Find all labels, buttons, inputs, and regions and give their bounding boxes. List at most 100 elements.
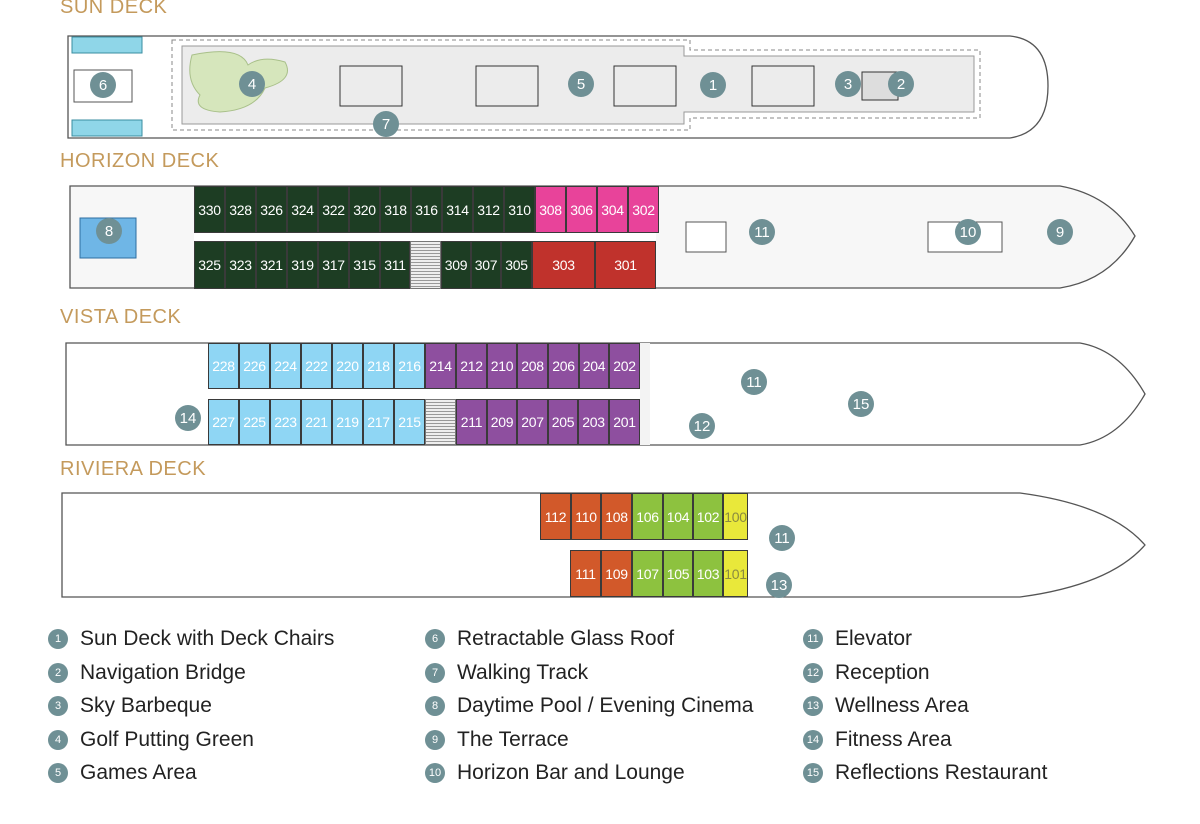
cabin-311[interactable]: 311 <box>380 241 410 289</box>
marker-12[interactable]: 12 <box>689 413 715 439</box>
marker-10[interactable]: 10 <box>955 219 981 245</box>
legend-number-icon: 2 <box>48 663 68 683</box>
marker-15[interactable]: 15 <box>848 391 874 417</box>
cabin-214[interactable]: 214 <box>425 343 456 389</box>
cabin-108[interactable]: 108 <box>601 493 632 540</box>
cabin-104[interactable]: 104 <box>663 493 693 540</box>
cabin-218[interactable]: 218 <box>363 343 394 389</box>
cabin-208[interactable]: 208 <box>517 343 548 389</box>
legend-item: 3 Sky Barbeque <box>48 694 212 718</box>
cabin-215[interactable]: 215 <box>394 399 425 445</box>
legend-number-icon: 9 <box>425 730 445 750</box>
marker-3[interactable]: 3 <box>835 71 861 97</box>
legend-label: Walking Track <box>457 661 589 684</box>
cabin-204[interactable]: 204 <box>579 343 609 389</box>
cabin-216[interactable]: 216 <box>394 343 425 389</box>
cabin-316[interactable]: 316 <box>411 186 442 233</box>
marker-5[interactable]: 5 <box>568 71 594 97</box>
cabin-107[interactable]: 107 <box>632 550 663 597</box>
marker-14[interactable]: 14 <box>175 405 201 431</box>
cabin-105[interactable]: 105 <box>663 550 693 597</box>
cabin-223[interactable]: 223 <box>270 399 301 445</box>
cabin-205[interactable]: 205 <box>548 399 578 445</box>
cabin-322[interactable]: 322 <box>318 186 349 233</box>
marker-8[interactable]: 8 <box>96 218 122 244</box>
cabin-112[interactable]: 112 <box>540 493 571 540</box>
cabin-109[interactable]: 109 <box>601 550 632 597</box>
legend-label: Reception <box>835 661 930 684</box>
cabin-310[interactable]: 310 <box>504 186 535 233</box>
legend-number-icon: 12 <box>803 663 823 683</box>
cabin-306[interactable]: 306 <box>566 186 597 233</box>
sun-deck-glass-roof-top <box>71 36 143 54</box>
cabin-330[interactable]: 330 <box>194 186 225 233</box>
cabin-309[interactable]: 309 <box>441 241 471 289</box>
marker-2[interactable]: 2 <box>888 71 914 97</box>
legend-number-icon: 4 <box>48 730 68 750</box>
cabin-210[interactable]: 210 <box>487 343 517 389</box>
cabin-202[interactable]: 202 <box>609 343 640 389</box>
cabin-323[interactable]: 323 <box>225 241 256 289</box>
riviera-deck-hull <box>61 492 1146 598</box>
cabin-301[interactable]: 301 <box>595 241 656 289</box>
cabin-308[interactable]: 308 <box>535 186 566 233</box>
cabin-207[interactable]: 207 <box>517 399 548 445</box>
cabin-110[interactable]: 110 <box>571 493 601 540</box>
cabin-228[interactable]: 228 <box>208 343 239 389</box>
cabin-312[interactable]: 312 <box>473 186 504 233</box>
sun-deck-glass-roof-bottom <box>71 119 143 137</box>
cabin-315[interactable]: 315 <box>349 241 380 289</box>
marker-4[interactable]: 4 <box>239 71 265 97</box>
cabin-211[interactable]: 211 <box>456 399 487 445</box>
cabin-320[interactable]: 320 <box>349 186 380 233</box>
cabin-100[interactable]: 100 <box>723 493 748 540</box>
marker-1[interactable]: 1 <box>700 72 726 98</box>
cabin-103[interactable]: 103 <box>693 550 723 597</box>
cabin-217[interactable]: 217 <box>363 399 394 445</box>
cabin-226[interactable]: 226 <box>239 343 270 389</box>
cabin-219[interactable]: 219 <box>332 399 363 445</box>
cabin-305[interactable]: 305 <box>501 241 532 289</box>
cabin-302[interactable]: 302 <box>628 186 659 233</box>
cabin-304[interactable]: 304 <box>597 186 628 233</box>
cabin-111[interactable]: 111 <box>570 550 601 597</box>
cabin-101[interactable]: 101 <box>723 550 748 597</box>
cabin-220[interactable]: 220 <box>332 343 363 389</box>
cabin-203[interactable]: 203 <box>578 399 609 445</box>
cabin-307[interactable]: 307 <box>471 241 501 289</box>
legend-number-icon: 13 <box>803 696 823 716</box>
cabin-319[interactable]: 319 <box>287 241 318 289</box>
legend-number-icon: 3 <box>48 696 68 716</box>
cabin-321[interactable]: 321 <box>256 241 287 289</box>
cabin-324[interactable]: 324 <box>287 186 318 233</box>
marker-11-riviera[interactable]: 11 <box>769 525 795 551</box>
cabin-317[interactable]: 317 <box>318 241 349 289</box>
cabin-303[interactable]: 303 <box>532 241 595 289</box>
cabin-225[interactable]: 225 <box>239 399 270 445</box>
cabin-102[interactable]: 102 <box>693 493 723 540</box>
marker-6[interactable]: 6 <box>90 72 116 98</box>
cabin-212[interactable]: 212 <box>456 343 487 389</box>
marker-7[interactable]: 7 <box>373 111 399 137</box>
legend-label: Sky Barbeque <box>80 694 212 717</box>
marker-13[interactable]: 13 <box>766 572 792 598</box>
cabin-224[interactable]: 224 <box>270 343 301 389</box>
cabin-227[interactable]: 227 <box>208 399 239 445</box>
cabin-106[interactable]: 106 <box>632 493 663 540</box>
cabin-325[interactable]: 325 <box>194 241 225 289</box>
cabin-206[interactable]: 206 <box>548 343 579 389</box>
marker-11-horizon[interactable]: 11 <box>749 219 775 245</box>
cabin-222[interactable]: 222 <box>301 343 332 389</box>
marker-11-vista[interactable]: 11 <box>741 369 767 395</box>
cabin-221[interactable]: 221 <box>301 399 332 445</box>
marker-9[interactable]: 9 <box>1047 219 1073 245</box>
cabin-209[interactable]: 209 <box>487 399 517 445</box>
cabin-314[interactable]: 314 <box>442 186 473 233</box>
cabin-326[interactable]: 326 <box>256 186 287 233</box>
cabin-318[interactable]: 318 <box>380 186 411 233</box>
cabin-201[interactable]: 201 <box>609 399 640 445</box>
cabin-328[interactable]: 328 <box>225 186 256 233</box>
